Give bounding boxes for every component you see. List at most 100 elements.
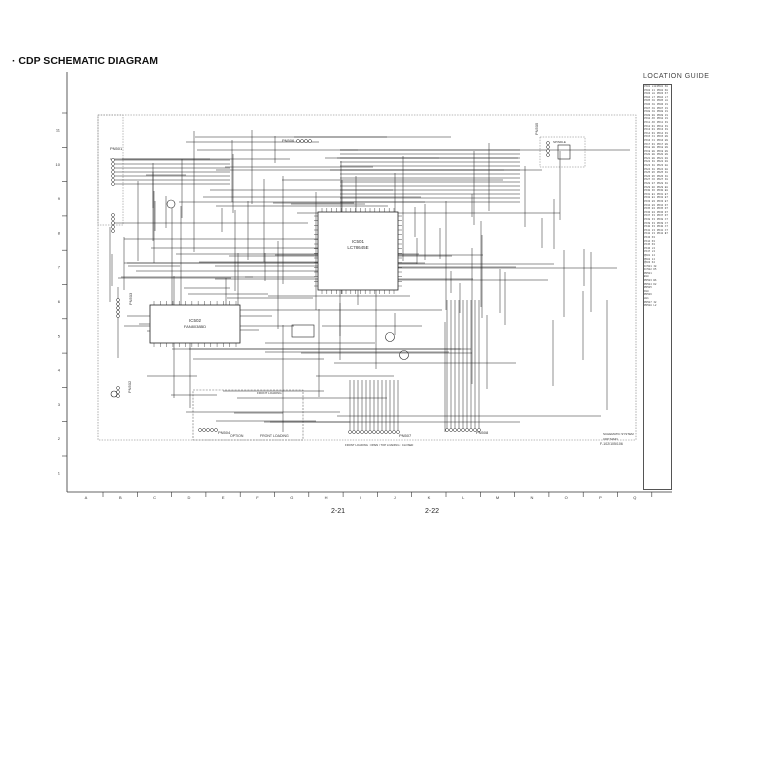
row-label: 8 [58,230,61,235]
pn507-label: PN507 [399,433,412,438]
location-guide-entry: R516 H9 [657,138,668,142]
connector-pin [461,428,465,432]
page-number-right: 2-22 [425,508,440,515]
connector-pin [111,182,115,186]
location-guide-entry: R504 L7 [657,95,668,99]
connector-pin [473,428,477,432]
connector-pin [111,178,115,182]
ic501-ref: IC501 [352,239,365,244]
location-guide-entry: R512 I9 [657,124,668,128]
column-label: O [565,495,568,500]
location-guide-entry: PN508 L2 [644,304,657,308]
switch-symbol [110,390,118,398]
location-guide-entry: C539 I3 [644,221,655,225]
ic501-body [317,211,399,291]
location-guide-entry: R503 K7 [657,92,668,96]
location-guide-entry: C536 G3 [644,210,655,214]
location-guide-entry: C518 H8 [644,146,655,150]
location-guide-entry: R511 I9 [657,120,668,124]
location-guide-entry: C530 F6 [644,189,655,193]
connector-pin [111,213,115,217]
spindle-motor-symbol [557,144,571,160]
connector-pin [111,225,115,229]
location-guide-entry: C511 A5 [644,120,655,124]
front-loading-label-2: FRONT LOADING [257,391,282,395]
connector-pin [372,430,376,434]
connector-pin [116,302,120,306]
location-guide-entry: C542 J3 [644,232,655,236]
location-guide-entry: C526 G5 [644,174,655,178]
ic502-body [149,304,241,344]
connector-pin [111,221,115,225]
location-guide-entry: C502 J1 [644,88,655,92]
location-guide-entry: C523 I8 [644,164,655,168]
location-guide-entry: C520 H8 [644,153,655,157]
connector-pin [300,139,304,143]
row-label: 11 [56,128,61,133]
location-guide-entry: R526 F8 [657,174,668,178]
location-guide-entry: R509 J9 [657,113,668,117]
location-guide-entry: C533 H3 [644,200,655,203]
transistor-symbol [385,332,395,342]
connector-pin [116,386,120,390]
location-guide-entry: IC502 D5 [644,268,657,272]
connector-pin [380,430,384,434]
location-guide-entry: R522 G9 [657,160,668,164]
option-area [192,389,304,441]
row-label: 10 [56,162,61,167]
connector-pin [376,430,380,434]
location-guide-entry: R530 E8 [657,189,668,193]
connector-pin [546,141,550,145]
location-guide-entry: C534 H3 [644,203,655,207]
column-label: K [428,495,431,500]
connector-pin [304,139,308,143]
location-guide-entry: R502 K8 [657,88,668,92]
location-guide-entry: C506 C8 [644,102,655,106]
location-guide-entry: C546 L3 [644,246,655,250]
column-label: N [530,495,533,500]
location-guide-title: LOCATION GUIDE [643,73,710,80]
page-number-left: 2-21 [331,508,346,515]
connector-pin [457,428,461,432]
pn505-label: PN505 [534,122,539,135]
location-guide-entry: C504 L7 [644,95,655,99]
connector-pin [388,430,392,434]
pn503-label: PN503 [128,292,133,305]
ic502-part: FAN8038BD [184,324,206,329]
location-guide-entry: R538 C7 [657,217,668,221]
column-label: Q [633,495,636,500]
ic502-ref: IC502 [189,318,202,323]
pn502-label: PN502 [127,380,132,393]
ic503-body [291,324,315,338]
connector-pin [453,428,457,432]
location-guide-entry: R521 G9 [657,156,668,160]
location-guide-entry: R515 H9 [657,135,668,139]
location-guide-entry: C522 I8 [644,160,655,164]
connector-pin [111,229,115,233]
location-guide-entry: Q503 K4 [644,261,655,265]
column-label: M [496,495,499,500]
location-guide-entry: R506 J9 [657,102,668,106]
location-guide-entry: R529 E8 [657,185,668,189]
connector-pin [392,430,396,434]
location-guide-entry: R532 E7 [657,196,668,200]
location-guide-entry: C515 C1 [644,135,655,139]
connector-pin [111,166,115,170]
connector-pin [477,428,481,432]
location-guide-entry: C503 L8 [644,92,655,96]
transistor-symbol [166,199,176,209]
location-guide-entry: C508 C8 [644,110,655,114]
note-line-1: SCHEMATIC SYSTEM [603,432,634,436]
connector-pin [111,174,115,178]
connector-pin [116,310,120,314]
pn501-label: PN501 [110,146,123,151]
pn506-label: PN506 [282,138,295,143]
location-guide-entry: PN501 B10 [644,271,652,279]
location-guide-entry: C510 A5 [644,117,655,121]
location-guide-entry: R507 J9 [657,106,668,110]
connector-pin [111,217,115,221]
